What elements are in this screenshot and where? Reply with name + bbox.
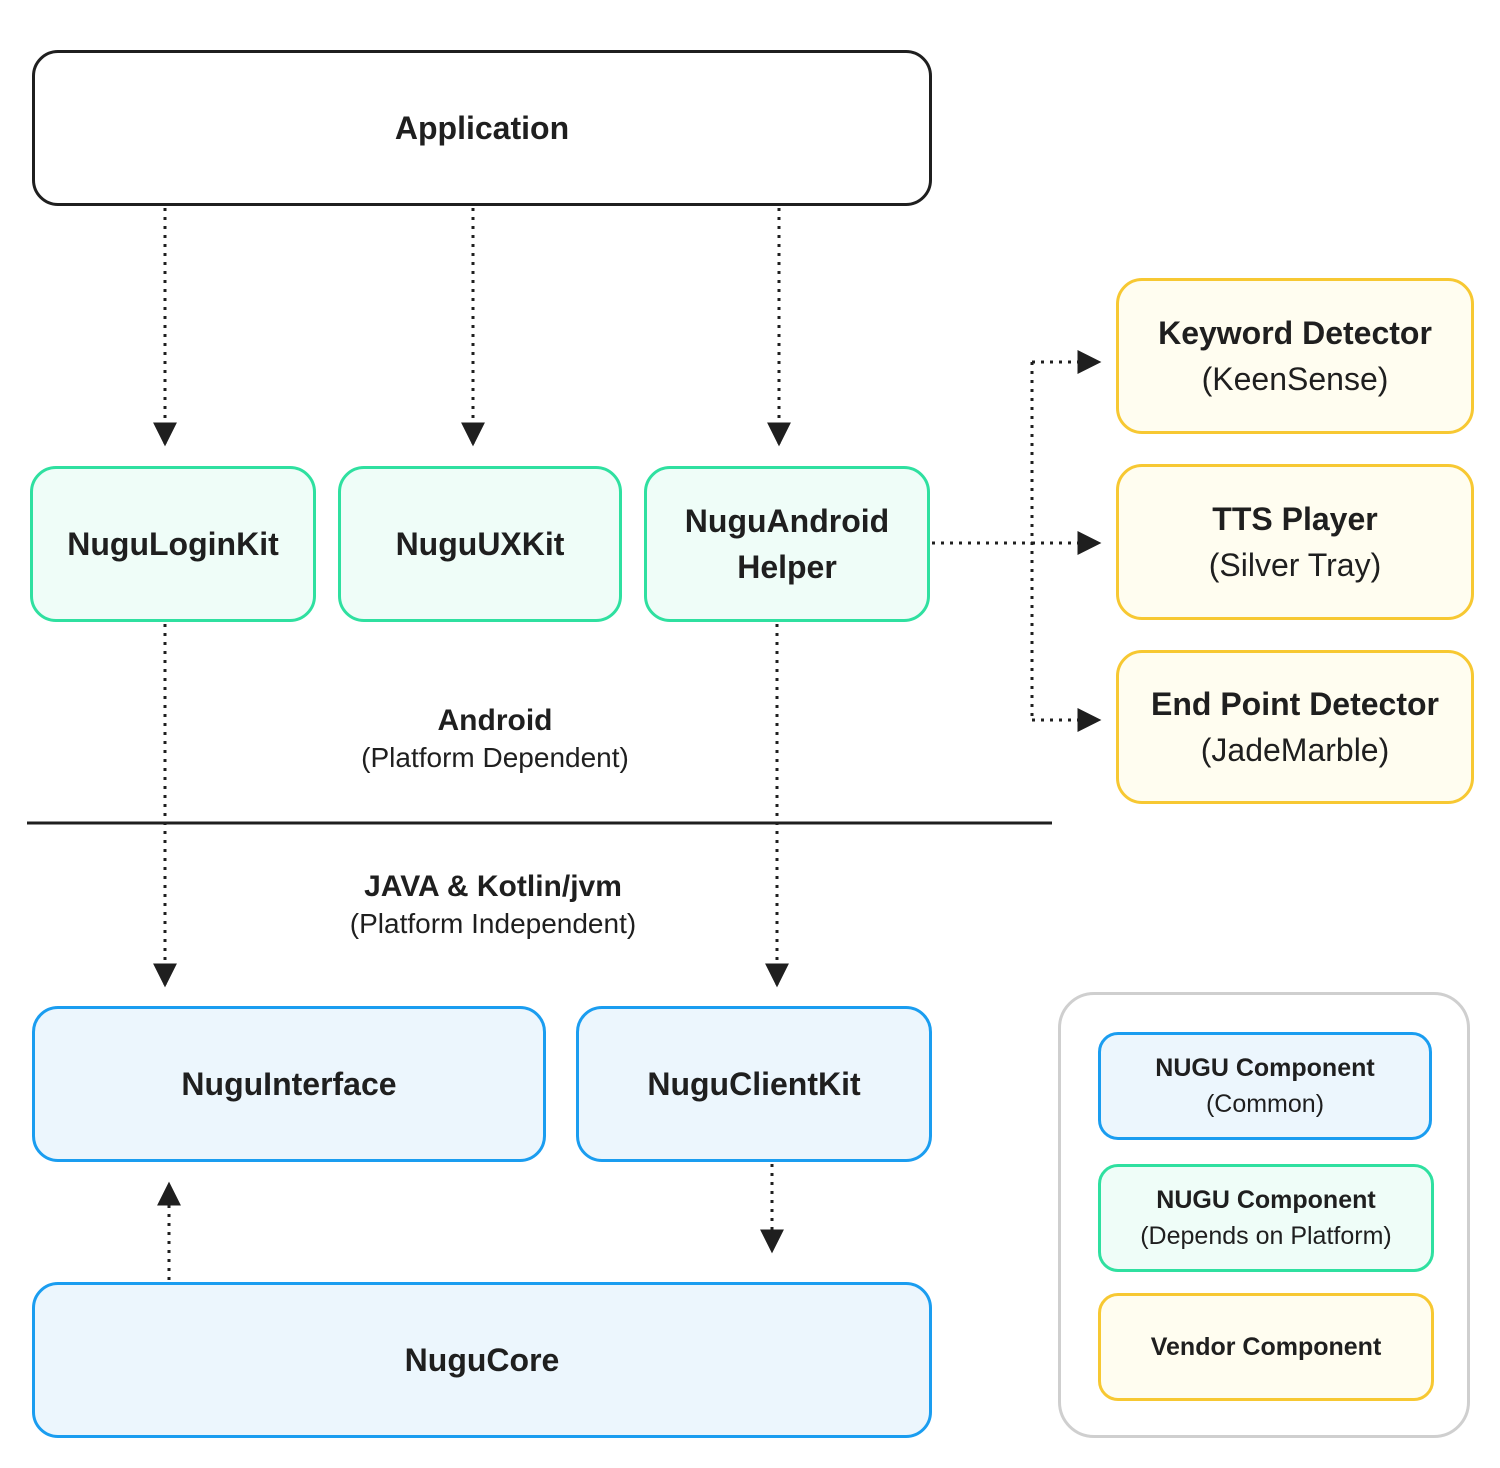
android-layer-label: Android (Platform Dependent) — [290, 702, 700, 776]
end-point-detector-box: End Point Detector (JadeMarble) — [1116, 650, 1474, 804]
nugu-client-kit-label: NuguClientKit — [647, 1066, 861, 1102]
keyword-detector-subtitle: (KeenSense) — [1201, 361, 1389, 397]
legend: NUGU Component (Common) NUGU Component (… — [1058, 992, 1470, 1438]
legend-platform-component: NUGU Component (Depends on Platform) — [1098, 1164, 1434, 1272]
nugu-android-helper-label-line2: Helper — [737, 549, 837, 585]
tts-player-title: TTS Player — [1212, 501, 1378, 537]
nugu-ux-kit-box: NuguUXKit — [338, 466, 622, 622]
nugu-client-kit-box: NuguClientKit — [576, 1006, 932, 1162]
nugu-core-box: NuguCore — [32, 1282, 932, 1438]
legend-common-component: NUGU Component (Common) — [1098, 1032, 1432, 1140]
legend-platform-subtitle: (Depends on Platform) — [1140, 1222, 1392, 1250]
end-point-detector-subtitle: (JadeMarble) — [1200, 732, 1390, 768]
jvm-layer-subtitle: (Platform Independent) — [349, 908, 637, 939]
nugu-login-kit-box: NuguLoginKit — [30, 466, 316, 622]
nugu-android-helper-label-line1: NuguAndroid — [684, 503, 890, 539]
android-layer-title: Android — [437, 704, 553, 737]
tts-player-box: TTS Player (Silver Tray) — [1116, 464, 1474, 620]
nugu-core-label: NuguCore — [404, 1342, 560, 1378]
keyword-detector-box: Keyword Detector (KeenSense) — [1116, 278, 1474, 434]
nugu-interface-label: NuguInterface — [181, 1066, 397, 1102]
end-point-detector-title: End Point Detector — [1150, 686, 1439, 722]
application-label: Application — [394, 110, 570, 146]
legend-platform-title: NUGU Component — [1156, 1186, 1376, 1214]
nugu-ux-kit-label: NuguUXKit — [395, 526, 565, 562]
legend-common-subtitle: (Common) — [1205, 1090, 1325, 1118]
android-layer-subtitle: (Platform Dependent) — [361, 742, 629, 773]
tts-player-subtitle: (Silver Tray) — [1208, 547, 1382, 583]
jvm-layer-title: JAVA & Kotlin/jvm — [364, 870, 622, 903]
legend-common-title: NUGU Component — [1155, 1054, 1375, 1082]
keyword-detector-title: Keyword Detector — [1158, 315, 1432, 351]
jvm-layer-label: JAVA & Kotlin/jvm (Platform Independent) — [270, 868, 716, 942]
legend-vendor-component: Vendor Component — [1098, 1293, 1434, 1401]
nugu-android-helper-box: NuguAndroid Helper — [644, 466, 930, 622]
nugu-login-kit-label: NuguLoginKit — [67, 526, 279, 562]
application-box: Application — [32, 50, 932, 206]
nugu-interface-box: NuguInterface — [32, 1006, 546, 1162]
legend-vendor-title: Vendor Component — [1150, 1333, 1382, 1361]
